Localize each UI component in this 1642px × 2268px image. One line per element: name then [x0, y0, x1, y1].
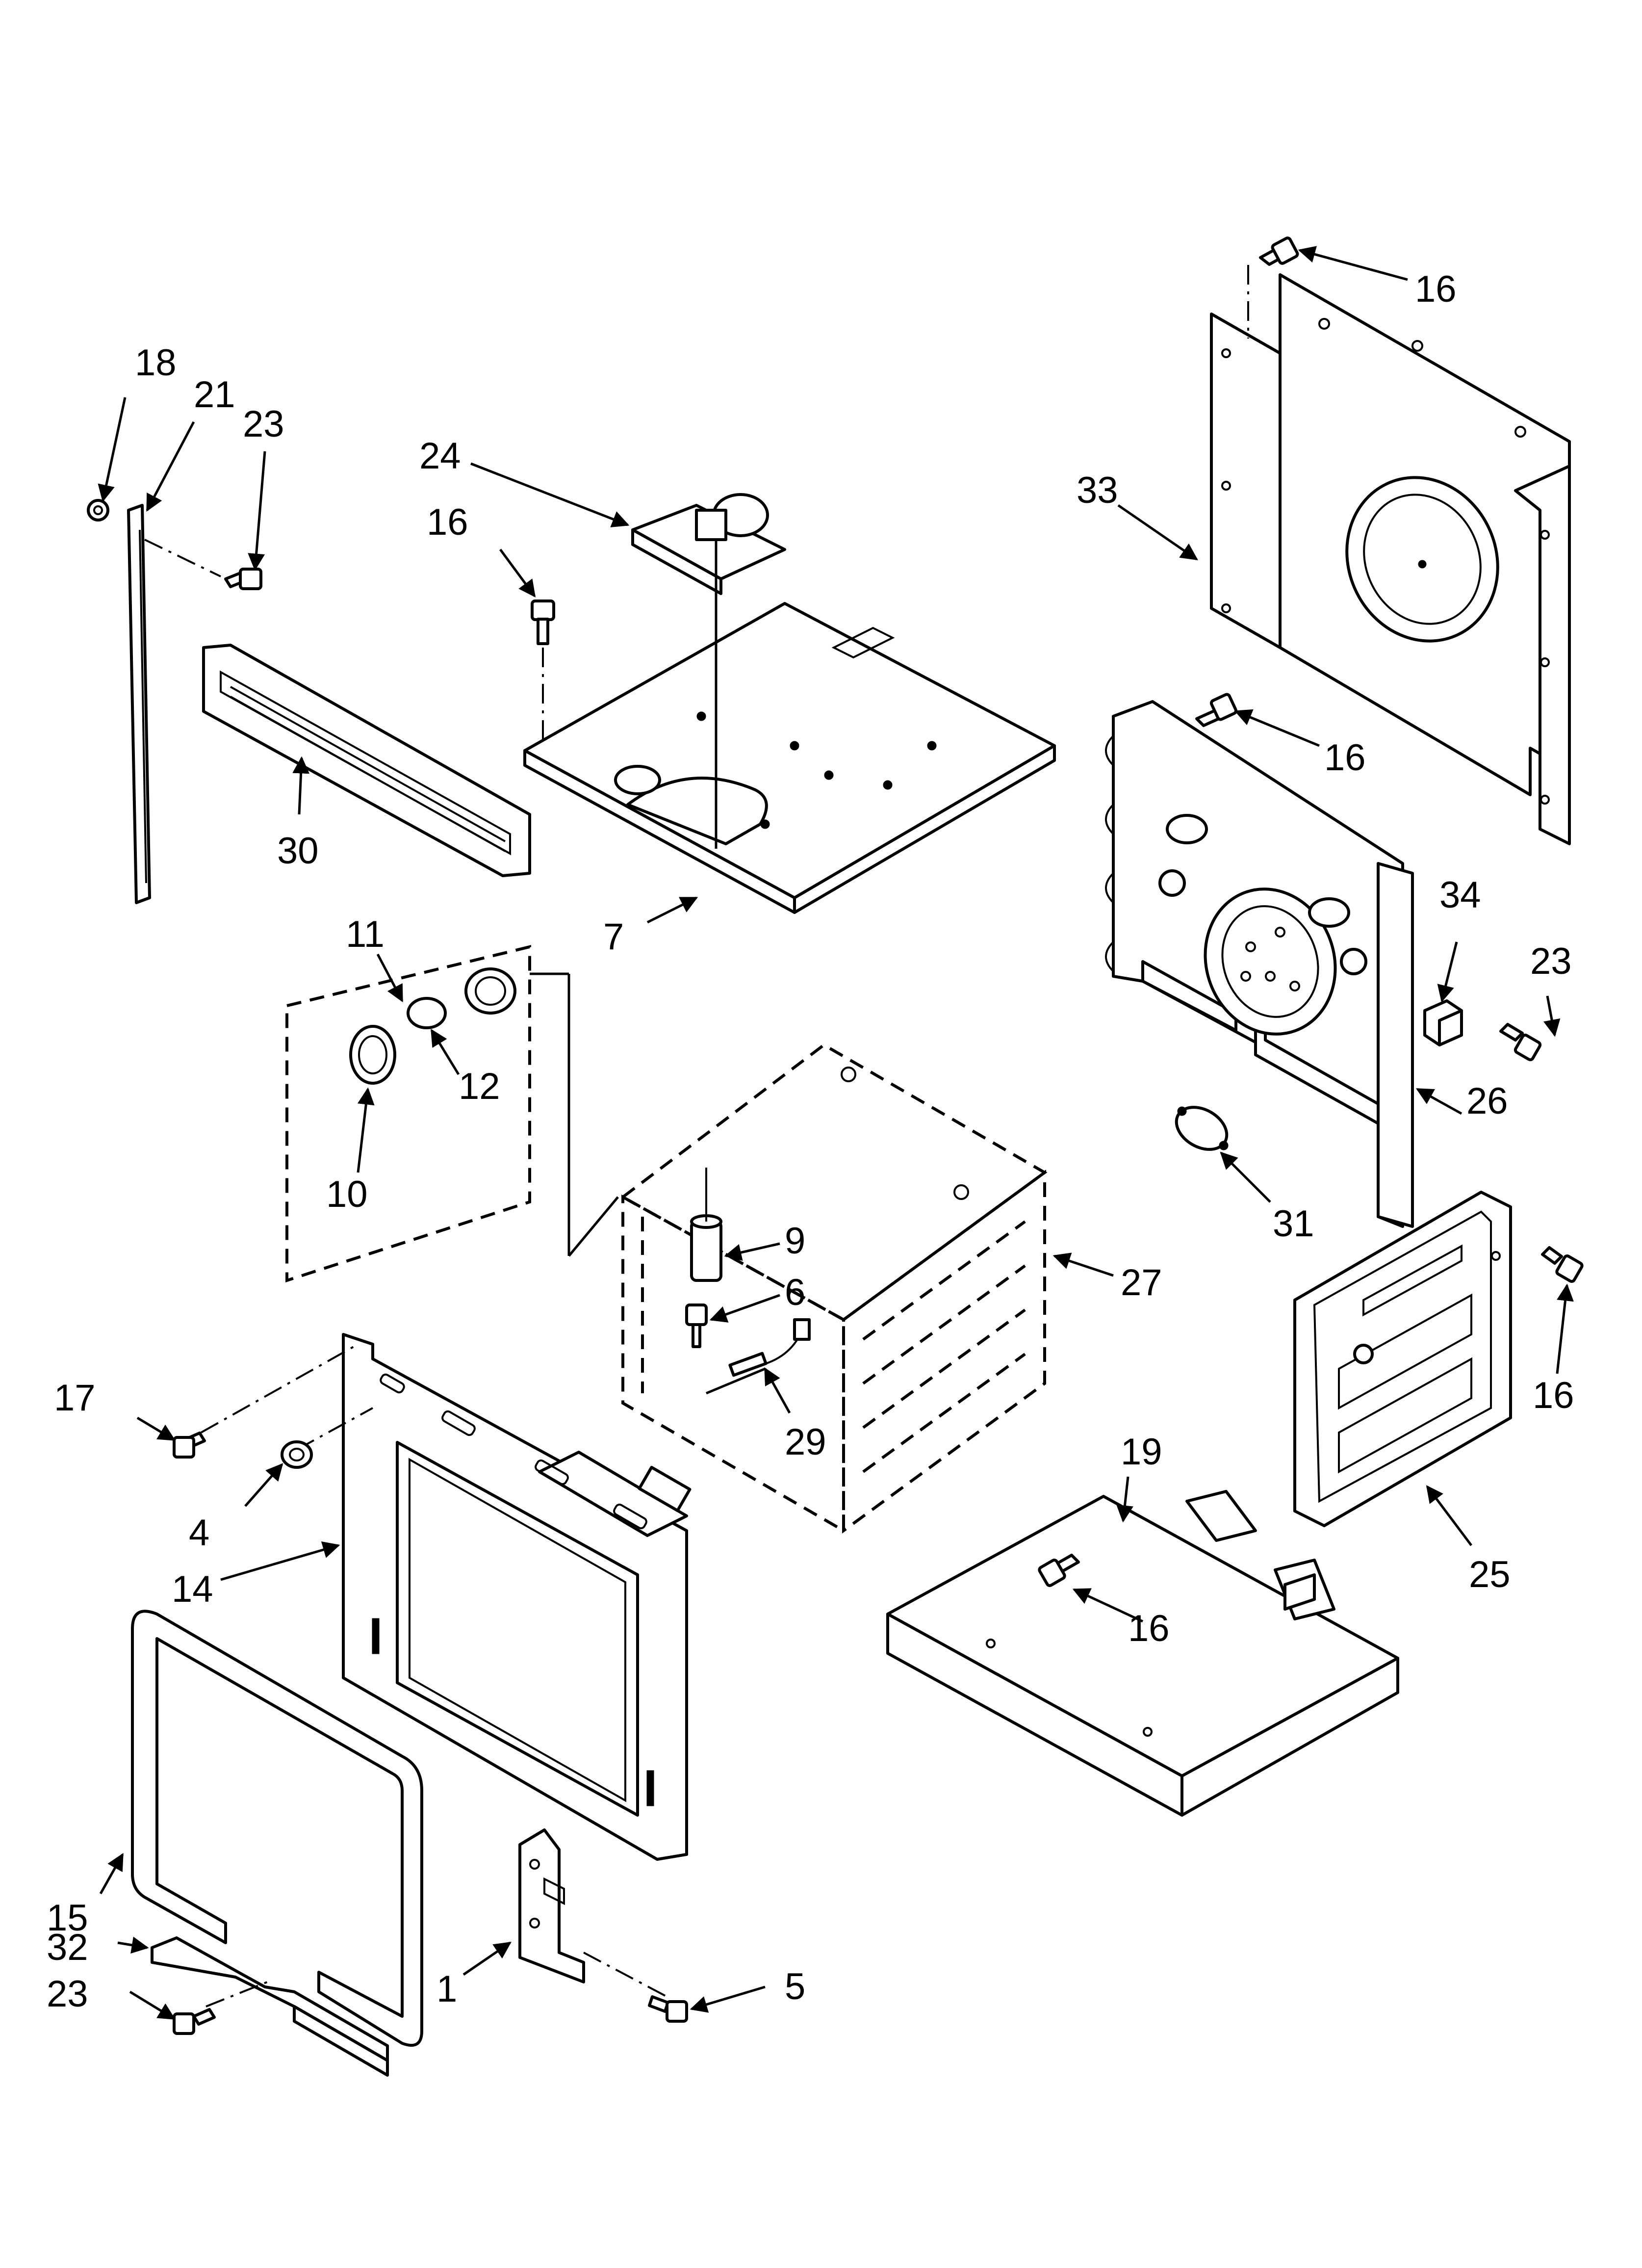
callout-4: 4 [189, 1512, 209, 1554]
callout-23: 23 [47, 1973, 88, 2015]
part-1-hinge-bracket [518, 1828, 667, 1998]
callout-16: 16 [427, 501, 468, 543]
screw-23-right [1499, 1023, 1542, 1062]
callout-34: 34 [1439, 874, 1481, 916]
screw-23-bottom-left [173, 1981, 268, 2035]
screw-16-top [1259, 236, 1299, 266]
callout-25: 25 [1469, 1554, 1511, 1595]
part-26-inner-back-panel [1105, 700, 1414, 1228]
callout-6: 6 [785, 1272, 805, 1313]
callout-23: 23 [1530, 940, 1572, 982]
part-17-screw [173, 1432, 206, 1459]
part-5-screw [648, 1995, 688, 2023]
part-34-bracket [1423, 999, 1463, 1046]
callout-15: 15 [47, 1897, 88, 1939]
callout-24: 24 [419, 435, 461, 477]
callout-27: 27 [1121, 1262, 1162, 1303]
screw-16-right-panel [1541, 1246, 1584, 1283]
screw-23-top-left [144, 539, 262, 590]
part-29-sensor-probe [706, 1318, 811, 1395]
part-30-vent-panel [202, 644, 531, 877]
callout-7: 7 [603, 916, 624, 958]
callout-10: 10 [326, 1173, 368, 1215]
callout-5: 5 [785, 1966, 805, 2007]
part-18-clip [87, 499, 109, 521]
callout-31: 31 [1273, 1203, 1314, 1245]
callout-1: 1 [436, 1968, 457, 2010]
callout-26: 26 [1466, 1080, 1508, 1122]
part-9-heating-element [690, 1168, 722, 1282]
part-25-side-panel [1293, 1191, 1512, 1527]
part-11-lamp-assembly [285, 945, 619, 1283]
part-14-front-frame [201, 1333, 692, 1861]
part-15-door-gasket [131, 1610, 423, 2047]
screw-16-top-panel [531, 600, 555, 746]
callout-9: 9 [785, 1220, 805, 1262]
part-6-screw [685, 1303, 708, 1348]
callout-17: 17 [54, 1377, 96, 1419]
callout-18: 18 [135, 342, 177, 384]
callout-labels: 16 33 18 21 23 24 16 30 7 16 11 12 10 34… [47, 268, 1574, 2015]
callout-32: 32 [47, 1927, 88, 1968]
callout-11: 11 [346, 913, 385, 955]
callout-21: 21 [194, 374, 235, 416]
callout-30: 30 [277, 830, 319, 872]
part-31-thermal-sensor [1175, 1106, 1229, 1151]
callout-12: 12 [459, 1066, 500, 1107]
callout-16: 16 [1128, 1608, 1170, 1649]
part-7-top-panel [523, 602, 1056, 914]
callout-16: 16 [1533, 1375, 1574, 1416]
callout-16: 16 [1324, 737, 1366, 779]
callout-33: 33 [1077, 469, 1118, 511]
part-21-trim-strip [127, 504, 151, 904]
part-10-lamp-socket [349, 1025, 396, 1085]
callout-16: 16 [1415, 268, 1457, 310]
callout-29: 29 [785, 1421, 826, 1463]
part-12-lamp-lens [407, 997, 447, 1029]
part-4-bumper [281, 1440, 313, 1469]
part-32-kick-plate [151, 1936, 389, 2077]
part-27-oven-cavity [620, 1043, 1048, 1534]
part-lamp-bulb-holder [464, 967, 516, 1015]
screw-16-middle [1195, 693, 1238, 727]
part-33-rear-panel [1210, 265, 1571, 845]
part-24-control-assembly [631, 493, 786, 849]
screw-16-tray [1038, 1554, 1080, 1587]
leader-lines [98, 246, 1574, 2020]
callout-23: 23 [243, 403, 284, 445]
callout-14: 14 [172, 1568, 213, 1610]
callout-19: 19 [1121, 1431, 1162, 1473]
part-19-bottom-tray [886, 1490, 1399, 1817]
